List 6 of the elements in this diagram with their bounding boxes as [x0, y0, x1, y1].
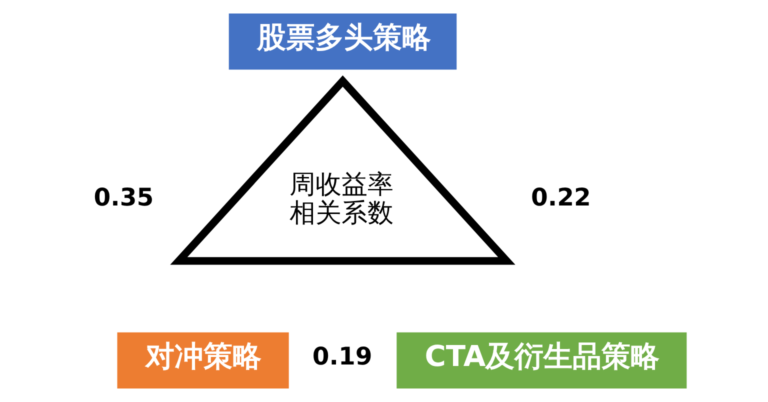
label: 0.22 [530, 182, 590, 212]
node-box: 股票多头策略 [228, 13, 456, 70]
label: 0.35 [93, 182, 154, 212]
node-box: CTA及衍生品策略 [396, 332, 686, 389]
node-box: 对冲策略 [116, 332, 288, 389]
label: 0.19 [312, 342, 372, 371]
